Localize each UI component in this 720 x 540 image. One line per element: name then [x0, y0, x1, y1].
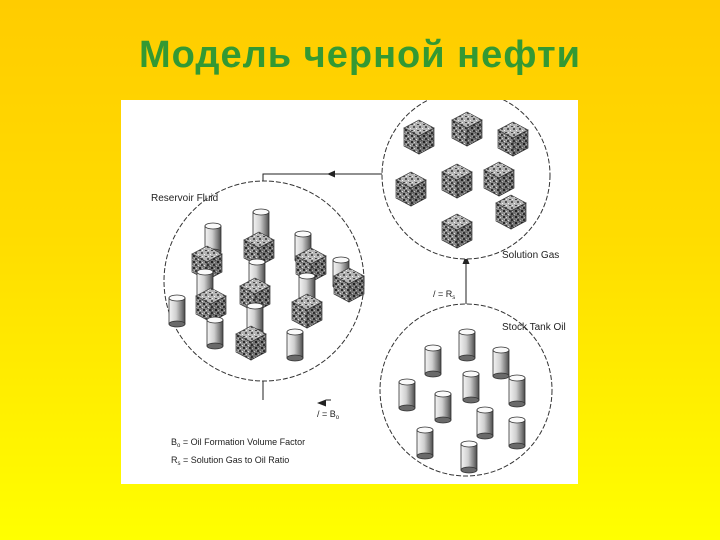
legend-bo: Bo = Oil Formation Volume Factor [171, 437, 305, 449]
rs-ratio-tag: / = Rs [433, 289, 455, 301]
stock-tank-oil-circle [379, 303, 553, 477]
solution-gas-label: Solution Gas [502, 250, 559, 261]
arrow-up-gas [462, 255, 470, 264]
slide-title: Модель черной нефти [139, 34, 581, 76]
reservoir-fluid-label: Reservoir Fluid [151, 193, 218, 204]
reservoir-fluid-circle [163, 180, 365, 382]
diagram-canvas: Reservoir Fluid Solution Gas Stock Tank … [151, 100, 566, 477]
arrow-bo [317, 399, 326, 407]
reservoir-to-gas-line [262, 173, 391, 182]
arrow-to-reservoir [327, 170, 335, 178]
black-oil-model-diagram: Reservoir Fluid Solution Gas Stock Tank … [121, 100, 578, 484]
solution-gas-circle [381, 100, 551, 260]
legend-rs: Rs = Solution Gas to Oil Ratio [171, 455, 289, 467]
stock-tank-oil-label: Stock Tank Oil [502, 322, 566, 333]
bo-ratio-tag: / = Bo [317, 409, 340, 421]
